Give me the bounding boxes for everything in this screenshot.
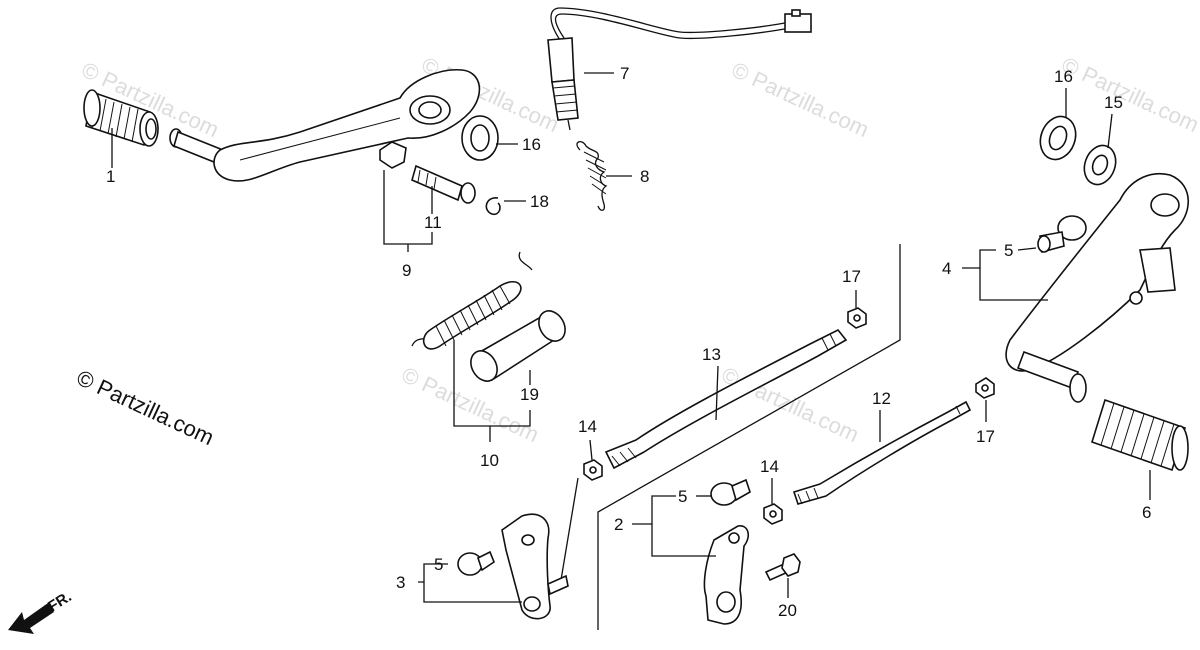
callout-13: 13 <box>702 345 721 364</box>
watermark-text: © Partzilla.com <box>728 57 873 142</box>
callout-labels: 1 9 11 16 18 7 8 16 15 4 5 17 17 6 13 12… <box>106 64 1151 620</box>
brake-rod-12 <box>792 400 972 505</box>
callout-5: 5 <box>678 487 687 506</box>
leader-lines <box>111 72 1151 603</box>
divider-line <box>559 477 579 587</box>
callout-12: 12 <box>872 389 891 408</box>
nut-17-right <box>975 377 995 399</box>
shift-rod-13 <box>604 328 848 470</box>
ball-joint-5-center <box>710 478 751 506</box>
brake-arm-2 <box>703 525 750 625</box>
nut-14-left <box>583 459 603 481</box>
ball-joint-5-right <box>1037 215 1087 254</box>
watermark-text: © Partzilla.com <box>1058 52 1200 137</box>
callout-5: 5 <box>434 555 443 574</box>
spring-8 <box>576 141 608 211</box>
washer-16 <box>461 115 499 161</box>
nut-14-right <box>763 503 783 525</box>
callout-18: 18 <box>530 192 549 211</box>
shift-arm-3 <box>501 513 569 620</box>
divider-line <box>597 244 901 630</box>
pivot-bolt-11 <box>411 164 476 204</box>
copyright-text: © Partzilla.com <box>73 365 218 450</box>
callout-5: 5 <box>1004 241 1013 260</box>
watermark-text: © Partzilla.com <box>398 362 543 447</box>
callout-3: 3 <box>396 573 405 592</box>
sleeve-19 <box>470 310 566 382</box>
brake-pedal <box>1005 173 1189 472</box>
callout-19: 19 <box>520 385 539 404</box>
callout-1: 1 <box>106 167 115 186</box>
callout-16: 16 <box>1054 67 1073 86</box>
callout-4: 4 <box>942 259 951 278</box>
washer-15 <box>1083 144 1117 186</box>
callout-2: 2 <box>614 515 623 534</box>
washer-16-right <box>1039 115 1077 161</box>
bolt-20 <box>764 553 801 582</box>
callout-16: 16 <box>522 135 541 154</box>
callout-11: 11 <box>424 213 442 232</box>
callout-20: 20 <box>778 601 797 620</box>
clip-18 <box>485 197 501 216</box>
callout-17: 17 <box>842 267 861 286</box>
watermark-layer: © Partzilla.com © Partzilla.com © Partzi… <box>78 52 1200 447</box>
callout-10: 10 <box>480 451 499 470</box>
watermark-text: © Partzilla.com <box>718 362 863 447</box>
callout-7: 7 <box>620 64 629 83</box>
spring-10 <box>411 251 533 350</box>
callout-14: 14 <box>578 417 597 436</box>
switch-7 <box>547 7 812 131</box>
callout-9: 9 <box>402 261 411 280</box>
callout-15: 15 <box>1104 93 1123 112</box>
front-direction-arrow: FR. <box>8 588 75 634</box>
ball-joint-5-left <box>457 550 495 576</box>
callout-17: 17 <box>976 427 995 446</box>
nut-17-top <box>847 307 867 329</box>
callout-6: 6 <box>1142 503 1151 522</box>
callout-14: 14 <box>760 457 779 476</box>
shift-pedal <box>83 69 481 182</box>
callout-8: 8 <box>640 167 649 186</box>
